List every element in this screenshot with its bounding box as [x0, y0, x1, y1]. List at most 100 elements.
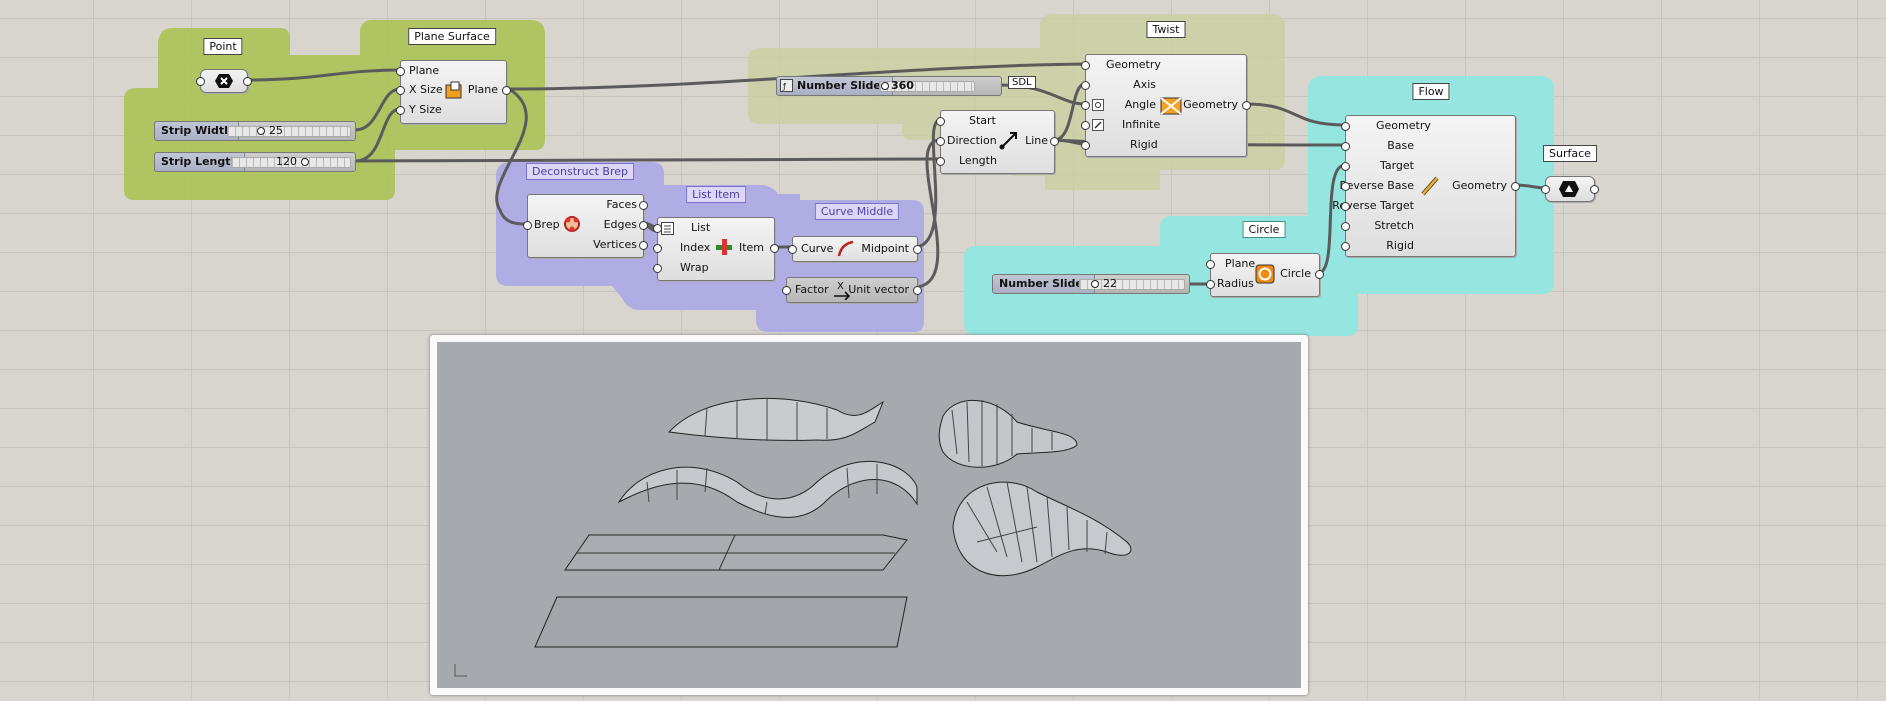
angle-number-slider[interactable]: Number Slider ƒ 360	[776, 76, 1002, 96]
plane-surface-input-plane[interactable]: Plane	[409, 64, 440, 77]
port[interactable]	[523, 221, 532, 230]
port[interactable]	[396, 86, 405, 95]
deconstruct-brep-node[interactable]: Brep Faces Edges Vertices	[523, 194, 648, 258]
port[interactable]	[1341, 162, 1350, 171]
port[interactable]	[1081, 141, 1090, 150]
flow-node[interactable]: Geometry Base Target Reverse Base Revers…	[1332, 115, 1520, 257]
deconstruct-output-faces[interactable]: Faces	[606, 198, 637, 211]
flow-input-rigid[interactable]: Rigid	[1386, 239, 1414, 252]
port[interactable]	[782, 286, 791, 295]
port[interactable]	[1341, 142, 1350, 151]
line-input-start[interactable]: Start	[969, 114, 996, 127]
port[interactable]	[1541, 185, 1550, 194]
circle-node[interactable]: Plane Radius Circle	[1206, 253, 1324, 297]
rhino-viewport[interactable]	[430, 335, 1308, 695]
port[interactable]	[1341, 122, 1350, 131]
port[interactable]	[639, 241, 648, 250]
point-output-port[interactable]	[243, 77, 252, 86]
curve-middle-node[interactable]: Curve Midpoint	[788, 236, 922, 262]
port[interactable]	[936, 137, 945, 146]
twist-input-axis[interactable]: Axis	[1133, 78, 1156, 91]
port[interactable]	[1206, 260, 1215, 269]
list-item-input-list[interactable]: List	[691, 221, 711, 234]
flow-input-base[interactable]: Base	[1387, 139, 1414, 152]
slider-track[interactable]	[879, 81, 975, 92]
port[interactable]	[396, 106, 405, 115]
unit-vector-output[interactable]: Unit vector	[848, 283, 909, 296]
flow-input-reverse-target[interactable]: Reverse Target	[1332, 199, 1414, 212]
list-item-input-wrap[interactable]: Wrap	[680, 261, 709, 274]
deconstruct-input-brep[interactable]: Brep	[534, 218, 560, 231]
viewport-canvas[interactable]	[437, 342, 1301, 688]
plane-surface-output-plane[interactable]: Plane	[467, 83, 498, 96]
flow-input-target[interactable]: Target	[1379, 159, 1414, 172]
port[interactable]	[1341, 222, 1350, 231]
port[interactable]	[502, 86, 511, 95]
point-param[interactable]	[196, 69, 252, 93]
line-output-line[interactable]: Line	[1025, 134, 1048, 147]
plane-surface-node[interactable]: Plane X Size Y Size Plane	[396, 60, 511, 124]
port[interactable]	[913, 245, 922, 254]
slider-track[interactable]	[227, 126, 351, 137]
twist-input-infinite[interactable]: Infinite	[1122, 118, 1161, 131]
port[interactable]	[1050, 137, 1059, 146]
flow-input-stretch[interactable]: Stretch	[1374, 219, 1414, 232]
port[interactable]	[936, 157, 945, 166]
strip-width-slider[interactable]: Strip Width 25	[154, 121, 356, 141]
port[interactable]	[936, 117, 945, 126]
twist-node[interactable]: Geometry Axis Angle Infinite Rigid Geome…	[1081, 54, 1251, 157]
port[interactable]	[1341, 182, 1350, 191]
list-item-input-index[interactable]: Index	[680, 241, 711, 254]
slider-track[interactable]	[1079, 279, 1185, 290]
port[interactable]	[913, 286, 922, 295]
port[interactable]	[1242, 101, 1251, 110]
port[interactable]	[788, 245, 797, 254]
slider-knob[interactable]	[1091, 280, 1099, 288]
slider-knob[interactable]	[257, 127, 265, 135]
port[interactable]	[1590, 185, 1599, 194]
port[interactable]	[653, 244, 662, 253]
twist-input-rigid[interactable]: Rigid	[1130, 138, 1158, 151]
list-item-output-item[interactable]: Item	[738, 241, 764, 254]
point-input-port[interactable]	[196, 77, 205, 86]
twist-output-geometry[interactable]: Geometry	[1183, 98, 1238, 111]
flow-input-reverse-base[interactable]: Reverse Base	[1339, 179, 1415, 192]
radius-number-slider[interactable]: Number Slider 22	[992, 274, 1190, 294]
port[interactable]	[1341, 242, 1350, 251]
circle-output-circle[interactable]: Circle	[1280, 267, 1311, 280]
line-input-length[interactable]: Length	[959, 154, 997, 167]
deconstruct-output-edges[interactable]: Edges	[603, 218, 637, 231]
port[interactable]	[653, 224, 662, 233]
flow-input-geometry[interactable]: Geometry	[1376, 119, 1431, 132]
port[interactable]	[770, 244, 779, 253]
infinite-toggle-icon[interactable]	[1092, 119, 1104, 131]
circle-input-radius[interactable]: Radius	[1217, 277, 1254, 290]
curve-middle-output-midpoint[interactable]: Midpoint	[861, 242, 909, 255]
slider-track[interactable]	[231, 157, 351, 168]
port[interactable]	[1081, 81, 1090, 90]
surface-param[interactable]	[1541, 176, 1599, 202]
line-sdl-node[interactable]: Start Direction Length Line	[936, 110, 1059, 174]
port[interactable]	[1081, 61, 1090, 70]
port[interactable]	[396, 67, 405, 76]
port[interactable]	[1511, 182, 1520, 191]
plane-surface-input-ysize[interactable]: Y Size	[409, 103, 442, 116]
port[interactable]	[639, 201, 648, 210]
twist-input-geometry[interactable]: Geometry	[1106, 58, 1161, 71]
slider-knob[interactable]	[301, 158, 309, 166]
port[interactable]	[1081, 121, 1090, 130]
circle-input-plane[interactable]: Plane	[1225, 257, 1256, 270]
unit-vector-node[interactable]: Factor X Unit vector	[782, 277, 922, 303]
port[interactable]	[1206, 280, 1215, 289]
port[interactable]	[1081, 101, 1090, 110]
slider-knob[interactable]	[881, 82, 889, 90]
port[interactable]	[653, 264, 662, 273]
curve-middle-input-curve[interactable]: Curve	[801, 242, 834, 255]
port[interactable]	[1341, 202, 1350, 211]
twist-input-angle[interactable]: Angle	[1124, 98, 1156, 111]
unit-vector-input-factor[interactable]: Factor	[795, 283, 829, 296]
deconstruct-output-vertices[interactable]: Vertices	[593, 238, 637, 251]
plane-surface-input-xsize[interactable]: X Size	[409, 83, 443, 96]
strip-length-slider[interactable]: Strip Length 120	[154, 152, 356, 172]
list-item-node[interactable]: List Index Wrap Item	[653, 217, 779, 281]
